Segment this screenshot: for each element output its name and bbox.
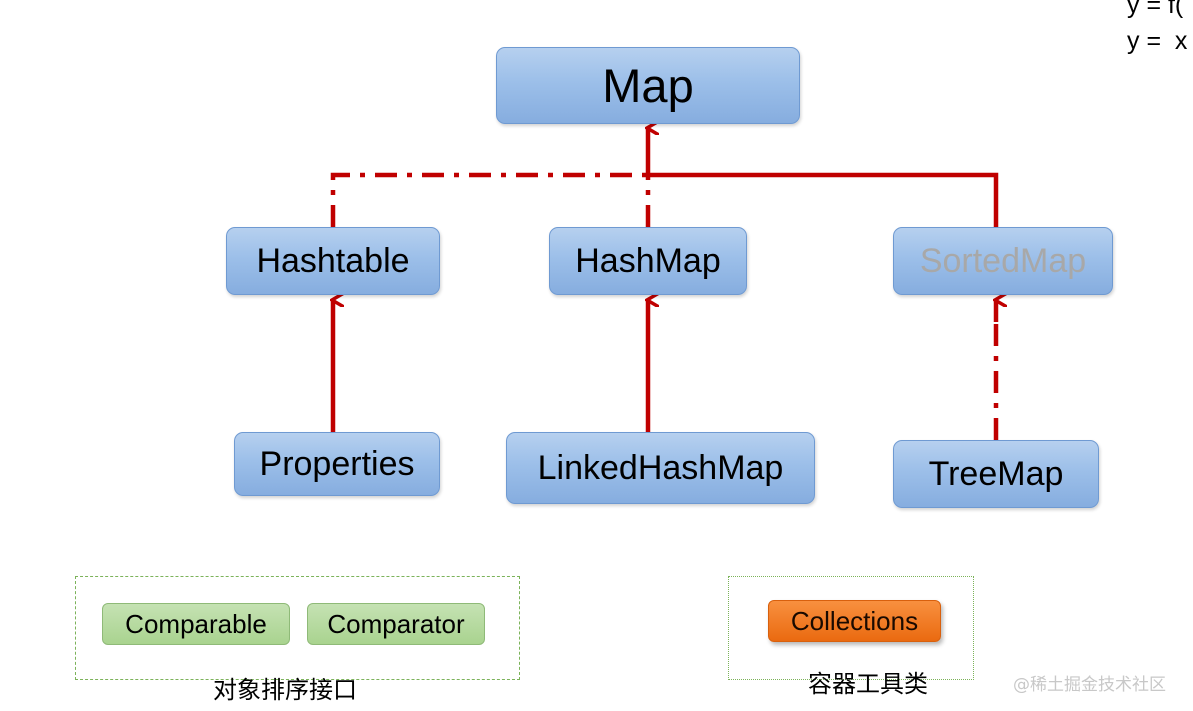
container-utils-group-box	[728, 576, 974, 680]
collections-chip: Collections	[768, 600, 941, 642]
node-hashtable: Hashtable	[226, 227, 440, 295]
node-map: Map	[496, 47, 800, 124]
watermark: @稀土掘金技术社区	[1013, 675, 1166, 695]
node-linkedhashmap: LinkedHashMap	[506, 432, 815, 504]
edge-hashtable-to-map	[330, 172, 648, 227]
container-utils-label: 容器工具类	[808, 670, 928, 698]
node-hashmap: HashMap	[549, 227, 747, 295]
node-treemap: TreeMap	[893, 440, 1099, 508]
sorting-interfaces-group-box	[75, 576, 520, 680]
corner-formula-line-1: y = f(	[1127, 0, 1184, 19]
node-sortedmap: SortedMap	[893, 227, 1113, 295]
corner-formula-line-2: y = x	[1127, 27, 1188, 55]
sorting-interfaces-label: 对象排序接口	[213, 676, 357, 704]
comparable-chip: Comparable	[102, 603, 290, 645]
node-properties: Properties	[234, 432, 440, 496]
comparator-chip: Comparator	[307, 603, 485, 645]
edge-sortedmap-to-map	[648, 172, 999, 227]
